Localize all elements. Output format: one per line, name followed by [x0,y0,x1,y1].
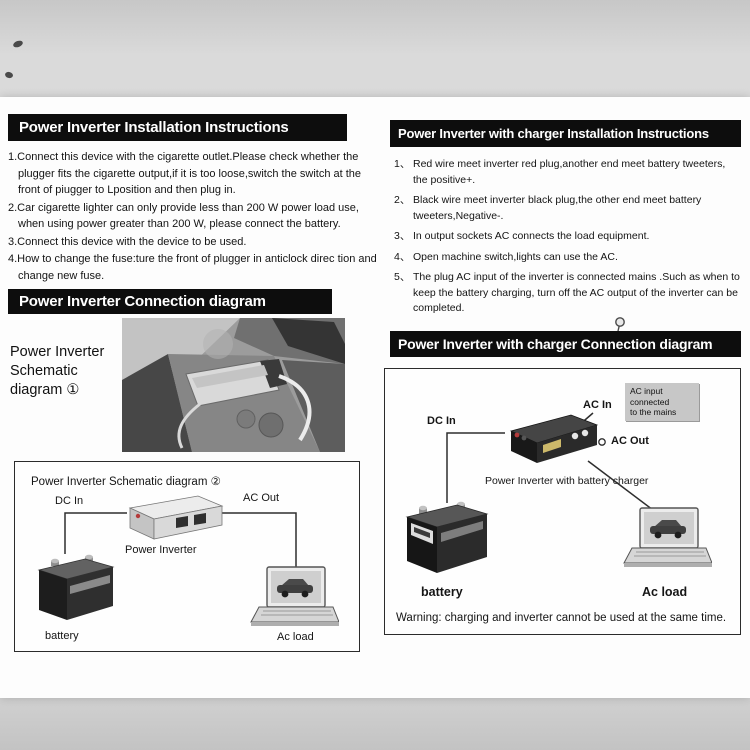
instruction-number: 1、 [394,158,411,170]
ac-in-label: AC In [583,399,612,411]
left-connection-header-text: Power Inverter Connection diagram [19,293,266,310]
car-interior-photo [122,318,345,452]
instruction-number: 3、 [394,230,411,242]
instruction-text: The plug AC input of the inverter is con… [413,271,740,314]
instruction-item: 2、 Black wire meet inverter black plug,t… [394,193,741,224]
connector-lines [446,412,658,514]
instruction-text: In output sockets AC connects the load e… [413,230,650,242]
dc-in-label: DC In [55,495,84,507]
instruction-item: 1、 Red wire meet inverter red plug,anoth… [394,157,741,188]
left-instruction-list: 1.Connect this device with the cigarette… [8,149,380,285]
instruction-item: 4.How to change the fuse:ture the front … [8,253,377,282]
instruction-item: 2.Car cigarette lighter can only provide… [8,201,359,231]
instruction-text: Black wire meet inverter black plug,the … [413,194,702,222]
instruction-number: 5、 [394,271,411,283]
right-installation-header: Power Inverter with charger Installation… [390,120,741,147]
dc-in-label: DC In [427,415,456,427]
ac-load-label: Ac load [642,585,688,599]
right-installation-header-text: Power Inverter with charger Installation… [398,126,709,141]
battery-label: battery [45,630,79,642]
instruction-item: 1.Connect this device with the cigarette… [8,151,362,196]
instruction-item: 4、 Open machine switch,lights can use th… [394,250,741,266]
ac-note-box: AC input connected to the mains [625,383,699,421]
inverter-with-charger-illustration [509,414,599,463]
laptop-illustration [250,566,339,626]
connector-lines [64,512,297,570]
left-schematic-box: Power Inverter Schematic diagram ② DC In… [14,461,360,652]
ac-load-label: Ac load [277,631,314,643]
warning-text: Warning: charging and inverter cannot be… [396,612,727,624]
magnifier-icon [615,317,625,332]
right-schematic-box: AC input connected to the mains AC In DC… [384,368,741,635]
schematic1-caption: Power Inverter Schematic diagram ① [10,344,105,398]
photo-artifact-speck [4,71,14,79]
battery-label: battery [421,585,463,599]
right-instruction-list: 1、 Red wire meet inverter red plug,anoth… [394,157,741,322]
diagram-title: Power Inverter Schematic diagram ② [31,476,221,488]
ac-out-label: AC Out [611,435,649,447]
ac-out-label: AC Out [243,492,280,504]
instruction-item: 3.Connect this device with the device to… [8,235,247,248]
instruction-number: 4、 [394,250,411,263]
instruction-item: 5、 The plug AC input of the inverter is … [394,270,741,317]
laptop-illustration [623,507,712,567]
left-installation-header: Power Inverter Installation Instructions [8,114,347,141]
instruction-text: Open machine switch,lights can use the A… [413,250,618,263]
battery-illustration [405,501,489,573]
instruction-item: 3、 In output sockets AC connects the loa… [394,229,741,245]
left-installation-header-text: Power Inverter Installation Instructions [19,119,289,136]
inverter-label: Power Inverter [125,544,197,556]
battery-illustration [37,554,115,620]
photo-artifact-speck [12,39,24,49]
left-connection-header: Power Inverter Connection diagram [8,289,332,314]
instruction-number: 2、 [394,194,411,206]
instruction-text: Red wire meet inverter red plug,another … [413,158,726,186]
inverter-label: Power Inverter with battery charger [485,475,649,487]
right-connection-header: Power Inverter with charger Connection d… [390,331,741,357]
right-connection-header-text: Power Inverter with charger Connection d… [398,336,713,352]
inverter-illustration [128,495,224,540]
